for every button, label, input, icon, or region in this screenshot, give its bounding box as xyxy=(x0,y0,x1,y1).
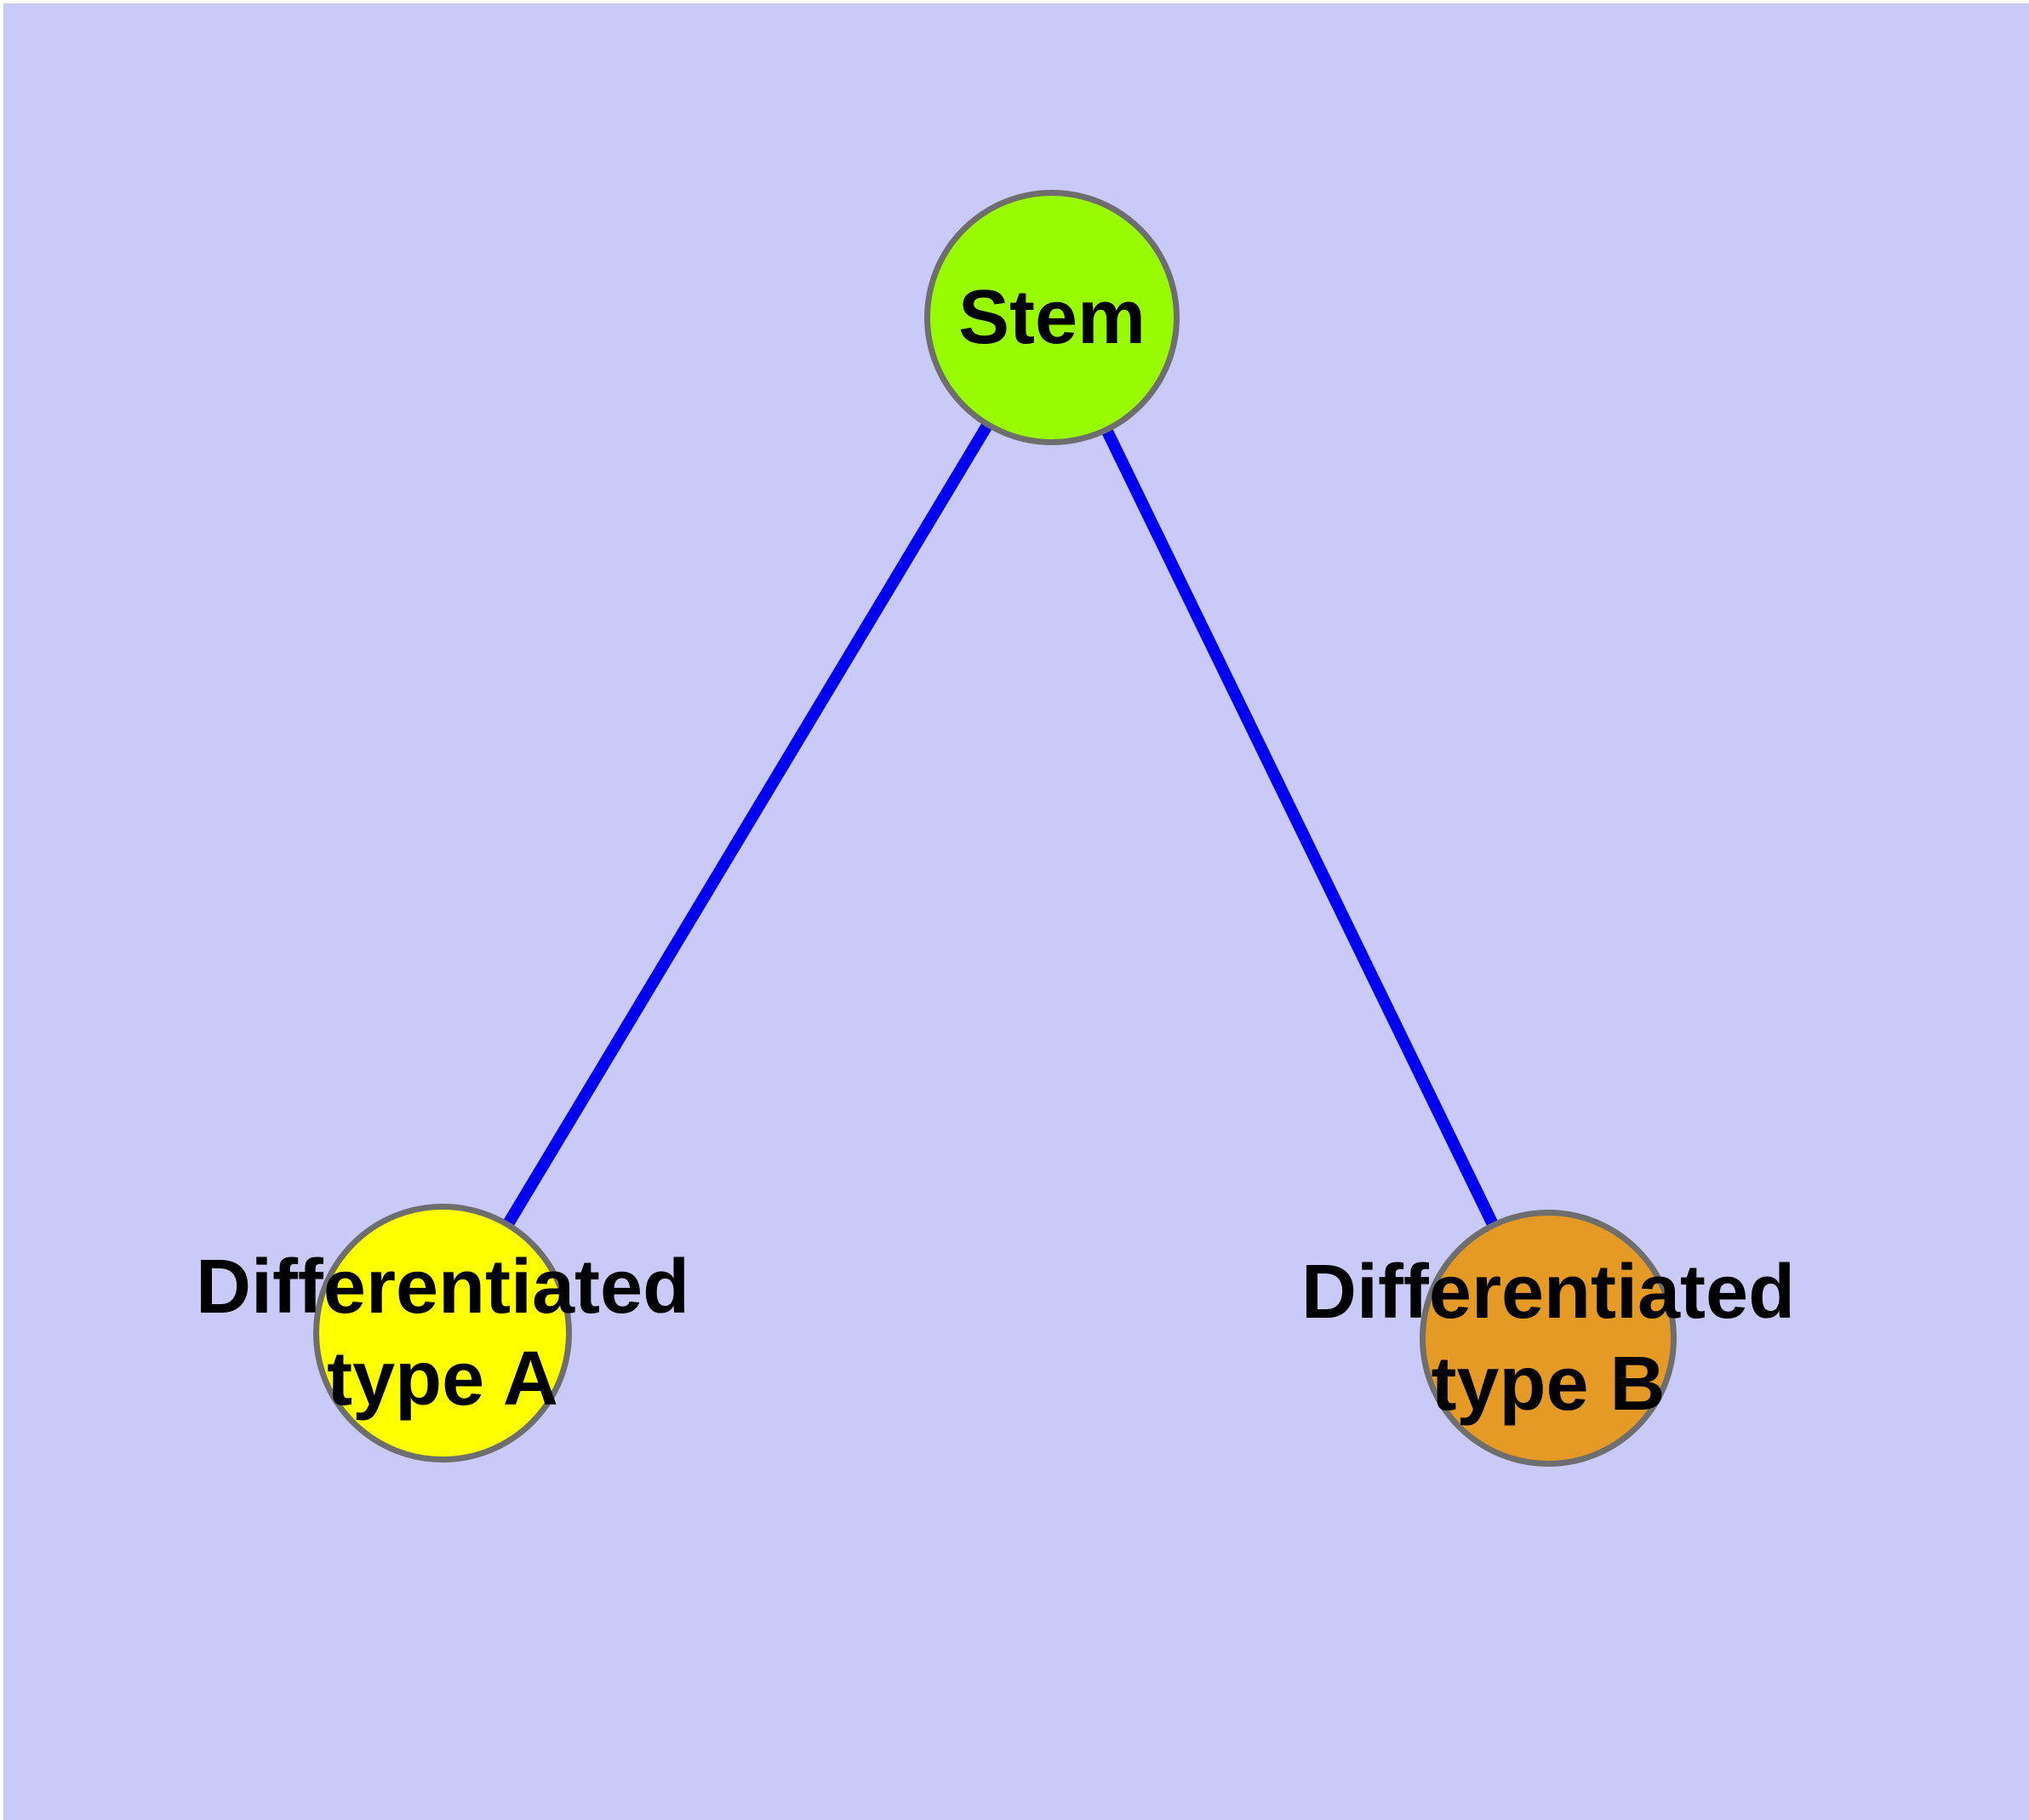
node-typeB-circle[interactable] xyxy=(1420,1210,1677,1467)
node-typeA-circle[interactable] xyxy=(313,1204,572,1462)
edge-stem-to-typeB xyxy=(1046,314,1554,1342)
edge-stem-to-typeA xyxy=(437,314,1058,1336)
canvas-frame-top xyxy=(0,0,2029,3)
node-stem-label: Stem xyxy=(957,275,1146,360)
canvas-frame-left xyxy=(0,0,3,1820)
node-typeB-label: Differentiated type B xyxy=(1300,1250,1796,1427)
node-typeA-label: Differentiated type A xyxy=(195,1245,690,1422)
node-stem-circle[interactable] xyxy=(924,190,1180,445)
